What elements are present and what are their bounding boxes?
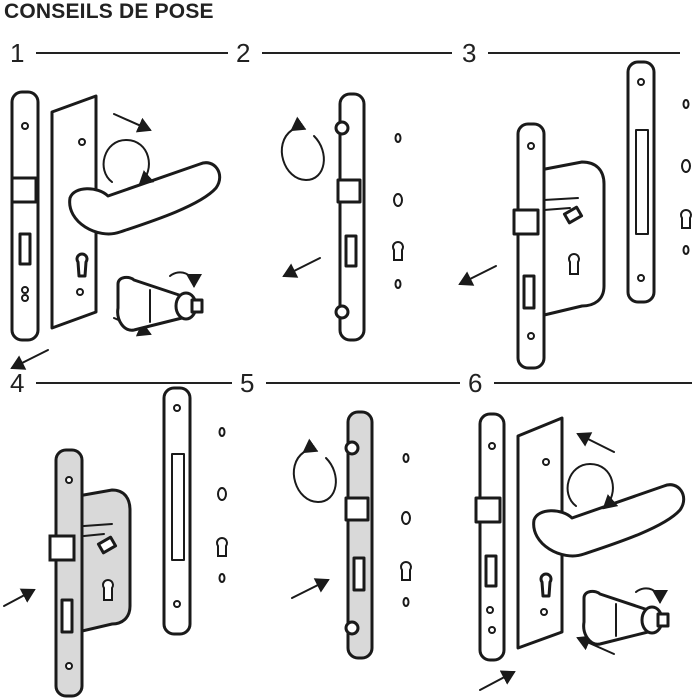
lock-case — [76, 488, 132, 634]
step-rule-1 — [36, 52, 228, 54]
lock-faceplate — [516, 122, 546, 370]
latch-bolt — [474, 496, 502, 524]
latch-bolt — [48, 534, 76, 562]
screw-icon — [334, 304, 350, 320]
keyhole — [392, 241, 404, 261]
lock-faceplate — [346, 410, 374, 660]
page-title: CONSEILS DE POSE — [4, 0, 214, 23]
rotate-arrow-icon — [566, 463, 619, 510]
keyhole — [102, 579, 114, 601]
deadbolt-slot — [344, 234, 358, 268]
step-number-1: 1 — [10, 38, 25, 68]
lock-faceplate — [478, 412, 506, 662]
straight-arrow-icon — [458, 265, 497, 286]
deadbolt-slot — [60, 598, 74, 634]
strike-plate — [626, 60, 656, 304]
step-number-3: 3 — [462, 38, 477, 68]
screw-icon — [344, 620, 360, 636]
step-rule-3 — [488, 52, 680, 54]
euro-cylinder — [582, 587, 670, 646]
keyhole — [539, 572, 553, 598]
keyhole — [75, 252, 89, 278]
screw-icon — [344, 440, 360, 456]
step-rule-4 — [36, 382, 232, 384]
step-rule-6 — [494, 382, 692, 384]
step-number-5: 5 — [240, 368, 255, 398]
step-number-2: 2 — [236, 38, 251, 68]
lock-faceplate — [54, 448, 84, 698]
euro-cylinder — [116, 271, 204, 332]
lever-handle — [68, 161, 222, 236]
lock-case — [538, 160, 606, 318]
straight-arrow-icon — [576, 635, 615, 655]
step-2-illustration — [280, 92, 404, 342]
straight-arrow-icon — [576, 432, 615, 453]
step-6-illustration — [474, 412, 686, 691]
rotate-arrow-icon — [280, 116, 325, 181]
step-1-illustration — [10, 90, 222, 370]
step-rule-5 — [266, 382, 460, 384]
step-3-illustration — [458, 60, 692, 370]
straight-arrow-icon — [3, 588, 36, 607]
straight-arrow-icon — [282, 257, 321, 278]
latch-bolt — [344, 496, 370, 522]
straight-arrow-icon — [291, 578, 330, 599]
deadbolt-slot — [522, 274, 536, 310]
step-rule-2 — [262, 52, 452, 54]
screw-icon — [334, 120, 350, 136]
rotate-arrow-icon — [102, 139, 155, 186]
deadbolt-slot — [18, 232, 32, 266]
step-number-4: 4 — [10, 368, 25, 398]
lock-faceplate — [338, 92, 366, 342]
latch-bolt — [512, 208, 540, 236]
lock-faceplate — [10, 90, 40, 342]
step-4-illustration — [3, 386, 228, 698]
latch-bolt — [336, 178, 362, 204]
step-5-illustration — [291, 410, 412, 660]
lever-handle — [532, 483, 686, 558]
latch-bolt — [10, 176, 38, 204]
straight-arrow-icon — [10, 349, 49, 370]
rotate-arrow-icon — [292, 438, 337, 503]
keyhole — [400, 561, 412, 581]
deadbolt-slot — [352, 556, 366, 592]
deadbolt-slot — [484, 554, 498, 588]
step-number-6: 6 — [468, 368, 483, 398]
keyhole — [568, 253, 580, 275]
straight-arrow-icon — [113, 113, 152, 133]
strike-plate — [162, 386, 192, 636]
straight-arrow-icon — [479, 670, 516, 691]
